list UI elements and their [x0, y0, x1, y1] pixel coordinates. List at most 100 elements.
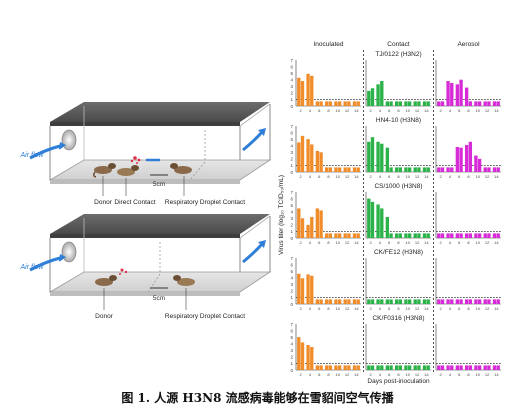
scale-label: 5cm: [153, 295, 165, 302]
x-tick-label: 12: [415, 306, 420, 311]
ferret-respiratory-contact-icon: [173, 275, 195, 286]
x-tick-label: 4: [309, 108, 312, 113]
bar: [496, 233, 500, 238]
y-tick-label: 2: [290, 157, 293, 162]
bar: [347, 233, 351, 238]
x-tick-label: 10: [336, 372, 341, 377]
bar: [370, 88, 375, 106]
y-tick-label: 7: [290, 124, 293, 129]
bar: [315, 299, 320, 304]
bar: [474, 233, 478, 238]
bar: [380, 143, 384, 172]
bar: [404, 101, 408, 106]
x-tick-label: 2: [300, 174, 303, 179]
bar: [426, 233, 430, 238]
bar: [300, 81, 305, 106]
cage-bottom-floor-edge: [50, 292, 240, 296]
x-tick-label: 8: [327, 108, 330, 113]
ferret-donor-icon: [95, 275, 117, 286]
x-tick-label: 6: [318, 240, 321, 245]
y-tick-label: 1: [290, 97, 293, 102]
bar: [477, 101, 482, 106]
bar: [310, 75, 314, 106]
bar: [483, 365, 487, 370]
bar: [496, 365, 500, 370]
bar: [297, 208, 301, 238]
bar: [422, 299, 427, 304]
bar: [492, 299, 497, 304]
air-flow-label: Air flow: [20, 152, 45, 159]
bar: [394, 299, 399, 304]
y-tick-label: 4: [290, 144, 293, 149]
x-tick-label: 2: [370, 108, 373, 113]
bar: [455, 365, 460, 370]
x-tick-label: 2: [440, 108, 443, 113]
x-tick-label: 14: [494, 240, 499, 245]
x-tick-label: 14: [354, 240, 359, 245]
ferret-direct-contact-icon: [117, 165, 139, 176]
bar: [464, 299, 469, 304]
bar: [404, 233, 408, 238]
x-tick-label: 12: [485, 240, 490, 245]
bar: [370, 201, 375, 238]
bar: [385, 365, 390, 370]
bar: [334, 299, 338, 304]
bar: [398, 101, 403, 106]
x-tick-label: 12: [345, 306, 350, 311]
y-tick-label: 4: [290, 210, 293, 215]
bar: [334, 365, 338, 370]
x-tick-label: 6: [388, 108, 391, 113]
x-tick-label: 8: [327, 174, 330, 179]
bar: [385, 101, 390, 106]
y-tick-label: 6: [290, 130, 293, 135]
scale-label: 5cm: [153, 181, 165, 188]
bar: [334, 233, 338, 238]
bar: [319, 101, 323, 106]
bar: [407, 101, 412, 106]
cage-top-diagram: Air flow 5cm Donor Direct Contact Respir…: [20, 102, 272, 206]
bar: [417, 365, 421, 370]
x-tick-label: 14: [494, 372, 499, 377]
label-respiratory-contact: Respiratory Droplet Contact: [165, 199, 245, 206]
bar: [337, 299, 342, 304]
bar: [455, 299, 460, 304]
x-tick-label: 2: [440, 372, 443, 377]
bar: [437, 101, 441, 106]
x-tick-label: 2: [300, 372, 303, 377]
x-tick-label: 10: [476, 372, 481, 377]
y-tick-label: 5: [290, 137, 293, 142]
x-tick-label: 2: [370, 372, 373, 377]
x-tick-label: 6: [458, 372, 461, 377]
cage-top-floor-edge: [50, 180, 240, 184]
bar: [487, 101, 491, 106]
x-tick-label: 8: [327, 306, 330, 311]
x-tick-label: 6: [318, 108, 321, 113]
bar: [422, 167, 427, 172]
airflow-in-arrowhead-icon: [59, 142, 66, 150]
bar: [389, 167, 393, 172]
x-tick-label: 6: [458, 108, 461, 113]
x-tick-label: 2: [300, 108, 303, 113]
bar: [437, 167, 441, 172]
bar: [426, 167, 430, 172]
bar: [385, 147, 390, 172]
airflow-in-arrow-icon: [29, 144, 61, 160]
bar: [426, 365, 430, 370]
x-tick-label: 14: [424, 108, 429, 113]
x-tick-label: 12: [415, 108, 420, 113]
y-tick-label: 7: [290, 58, 293, 63]
y-tick-label: 4: [290, 78, 293, 83]
bar: [440, 101, 445, 106]
x-tick-label: 4: [379, 174, 382, 179]
bar: [487, 365, 491, 370]
bar: [328, 101, 333, 106]
y-tick-label: 3: [290, 216, 293, 221]
bar: [496, 101, 500, 106]
x-tick-label: 4: [449, 108, 452, 113]
bar: [380, 81, 384, 106]
x-axis-label: Days post-inoculation: [367, 378, 430, 385]
bar: [367, 198, 371, 238]
x-tick-label: 6: [458, 306, 461, 311]
y-tick-label: 3: [290, 84, 293, 89]
bar: [310, 275, 314, 304]
